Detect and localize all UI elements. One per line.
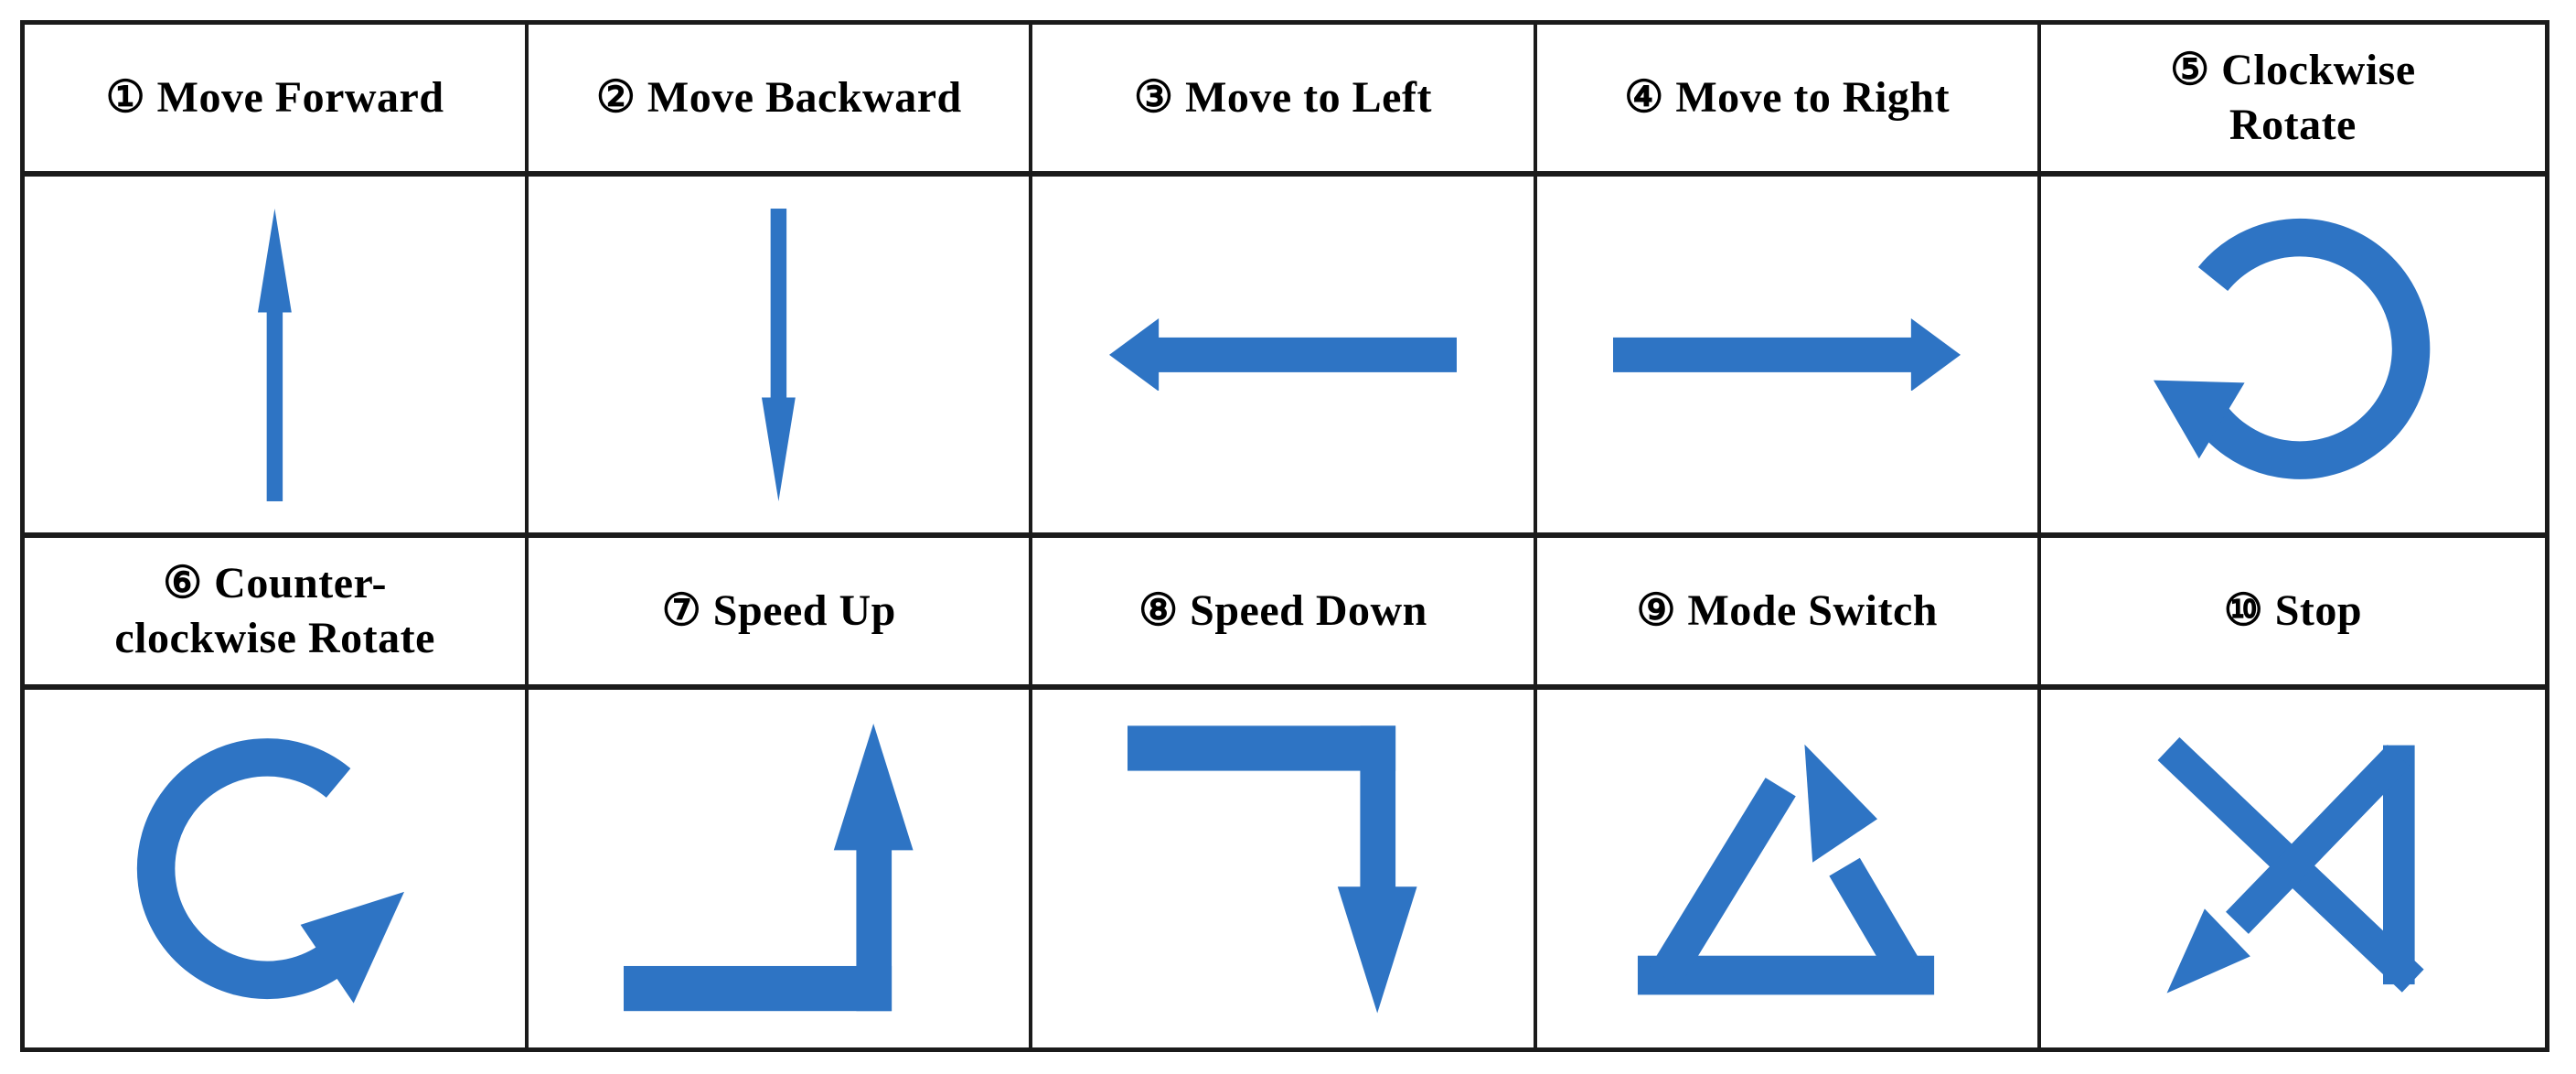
gesture-5-label: ⑤ Clockwise Rotate: [2170, 45, 2416, 149]
right-angle-down-arrow-icon: [1127, 725, 1417, 1014]
gesture-1-label-cell: ① Move Forward: [25, 25, 529, 177]
gesture-4-label: ④ Move to Right: [1624, 72, 1951, 122]
gesture-1-symbol-cell: [25, 177, 529, 538]
gesture-9-label-cell: ⑨ Mode Switch: [1536, 538, 2041, 690]
crossing-strike-arrow-icon: [2157, 737, 2424, 993]
gesture-8-label-cell: ⑧ Speed Down: [1032, 538, 1537, 690]
gesture-4-symbol-cell: [1536, 177, 2041, 538]
gesture-6-symbol-cell: [25, 690, 529, 1047]
gesture-6-label-cell: ⑥ Counter- clockwise Rotate: [25, 538, 529, 690]
right-arrow-icon: [1613, 317, 1961, 392]
gesture-8-label: ⑧ Speed Down: [1138, 585, 1427, 635]
clockwise-rotate-icon: [2154, 218, 2431, 479]
gesture-7-label-cell: ⑦ Speed Up: [529, 538, 1033, 690]
gesture-10-label: ⑩ Stop: [2223, 585, 2363, 635]
gesture-3-label-cell: ③ Move to Left: [1032, 25, 1537, 177]
left-arrow-icon: [1108, 317, 1457, 392]
gesture-5-label-cell: ⑤ Clockwise Rotate: [2040, 25, 2545, 177]
right-angle-up-arrow-icon: [623, 724, 914, 1012]
gesture-6-label: ⑥ Counter- clockwise Rotate: [114, 558, 435, 662]
gesture-10-symbol-cell: [2041, 690, 2545, 1047]
gesture-table: ① Move Forward ② Move Backward ③ Move to…: [20, 20, 2549, 1052]
up-arrow-icon: [258, 208, 293, 501]
counterclockwise-rotate-icon: [136, 737, 404, 1004]
gesture-7-symbol-cell: [529, 690, 1033, 1047]
gesture-2-label: ② Move Backward: [595, 72, 962, 122]
gesture-10-label-cell: ⑩ Stop: [2040, 538, 2545, 690]
gesture-7-label: ⑦ Speed Up: [661, 585, 896, 635]
triangle-cycle-arrow-icon: [1638, 744, 1935, 995]
gesture-5-symbol-cell: [2040, 177, 2545, 538]
gesture-9-symbol-cell: [1537, 690, 2041, 1047]
gesture-4-label-cell: ④ Move to Right: [1536, 25, 2041, 177]
gesture-3-label: ③ Move to Left: [1134, 72, 1432, 122]
gesture-2-symbol-cell: [529, 177, 1033, 538]
gesture-2-label-cell: ② Move Backward: [529, 25, 1033, 177]
gesture-9-label: ⑨ Mode Switch: [1636, 585, 1938, 635]
down-arrow-icon: [762, 208, 796, 501]
gesture-8-symbol-cell: [1032, 690, 1537, 1047]
gesture-3-symbol-cell: [1032, 177, 1537, 538]
gesture-1-label: ① Move Forward: [105, 72, 444, 122]
